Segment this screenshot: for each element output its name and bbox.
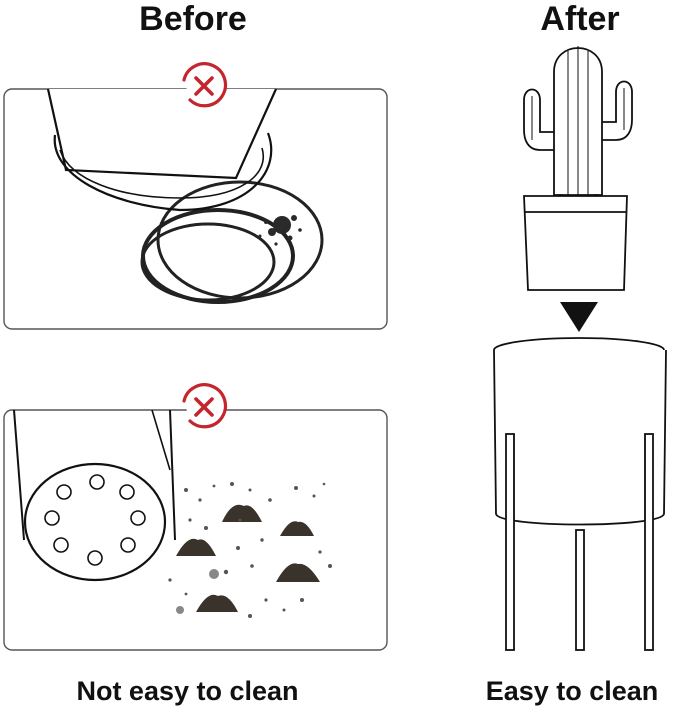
planter-stand <box>493 337 667 651</box>
dirt-splatter <box>258 215 302 246</box>
cross-circle-icon <box>182 383 228 429</box>
before-panel-drainage <box>3 409 388 651</box>
after-heading: After <box>540 0 620 38</box>
drainage-holes <box>44 474 146 566</box>
stain-rings <box>140 180 324 304</box>
soil-piles <box>176 504 320 612</box>
down-arrow-icon <box>560 302 598 332</box>
caption-not-easy-to-clean: Not easy to clean <box>76 676 299 706</box>
pot-side-lines <box>13 409 176 541</box>
before-panel-saucer <box>3 88 388 330</box>
pot-body <box>46 88 278 180</box>
before-heading: Before <box>139 0 247 38</box>
cactus-icon <box>523 46 633 291</box>
saucer-rim <box>53 132 273 212</box>
soil-specks <box>168 482 332 618</box>
cross-circle-icon <box>182 62 228 108</box>
caption-easy-to-clean: Easy to clean <box>485 676 659 706</box>
